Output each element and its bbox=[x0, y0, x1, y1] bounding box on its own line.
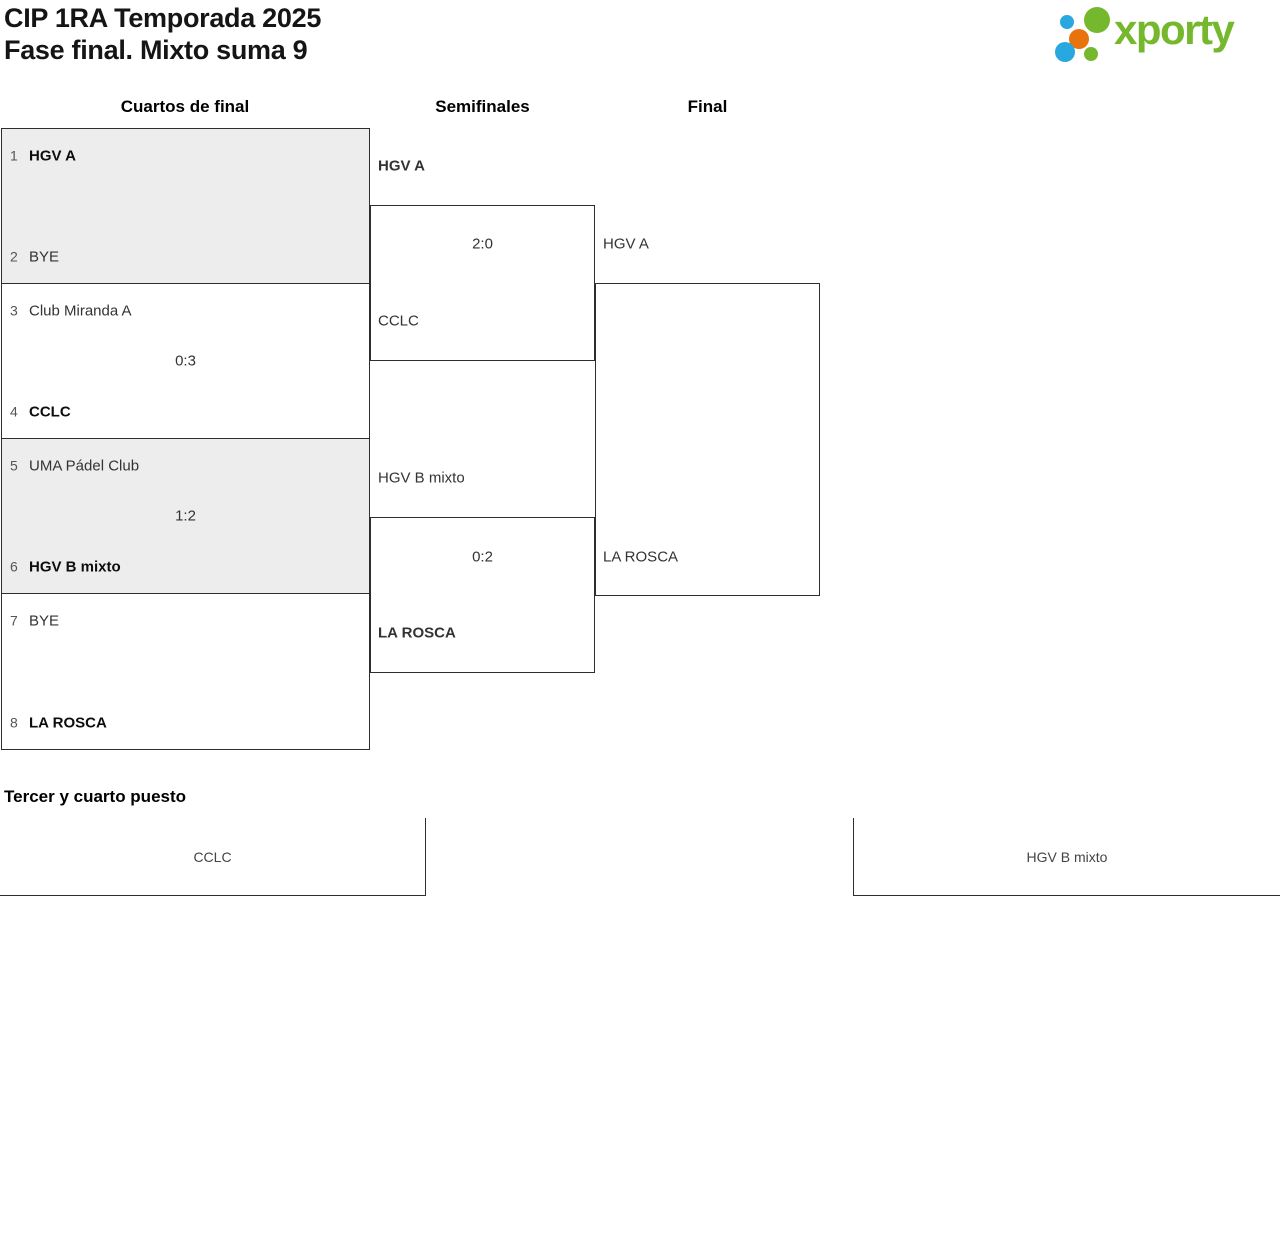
seed-number: 4 bbox=[10, 403, 18, 420]
match-box-final bbox=[595, 283, 820, 596]
third-place-heading: Tercer y cuarto puesto bbox=[4, 787, 187, 806]
column-header-quarterfinals: Cuartos de final bbox=[120, 97, 250, 116]
sf1-team2-label: CCLC bbox=[378, 312, 419, 330]
match-box-qf-4: 7 BYE 8 LA ROSCA bbox=[1, 593, 370, 750]
logo-wordmark: xporty bbox=[1114, 6, 1235, 53]
logo-dot-blue-medium bbox=[1055, 42, 1075, 62]
team-slot: 2 BYE bbox=[2, 249, 369, 266]
seed-number: 6 bbox=[10, 558, 18, 575]
third-place-left-box: CCLC bbox=[0, 818, 426, 896]
seed-number: 8 bbox=[10, 714, 18, 731]
final-team1-label: HGV A bbox=[603, 235, 649, 253]
team-name: HGV A bbox=[29, 147, 76, 165]
team-name: LA ROSCA bbox=[29, 714, 107, 732]
sf1-score: 2:0 bbox=[472, 235, 493, 253]
sf2-score: 0:2 bbox=[472, 548, 493, 566]
logo-dot-blue-small bbox=[1060, 15, 1074, 29]
sf2-team1-label: HGV B mixto bbox=[378, 469, 465, 487]
third-place-left-team: CCLC bbox=[193, 848, 232, 865]
team-name: CCLC bbox=[29, 403, 71, 421]
logo-dot-green-small bbox=[1084, 47, 1098, 61]
team-slot: 5 UMA Pádel Club bbox=[2, 458, 369, 475]
page-subtitle: Fase final. Mixto suma 9 bbox=[4, 35, 308, 65]
sf1-team1-label: HGV A bbox=[378, 157, 425, 175]
match-box-qf-1: 1 HGV A 2 BYE bbox=[1, 128, 370, 284]
seed-number: 1 bbox=[10, 147, 18, 164]
logo-dot-orange bbox=[1069, 29, 1089, 49]
sf2-team2-label: LA ROSCA bbox=[378, 624, 456, 642]
seed-number: 7 bbox=[10, 612, 18, 629]
match-box-qf-2: 3 Club Miranda A 0:3 4 CCLC bbox=[1, 283, 370, 439]
team-name: BYE bbox=[29, 248, 60, 266]
third-place-right-box: HGV B mixto bbox=[853, 818, 1280, 896]
team-name: HGV B mixto bbox=[29, 558, 121, 576]
team-slot: 7 BYE bbox=[2, 613, 369, 630]
xporty-logo[interactable]: xporty bbox=[1048, 0, 1280, 68]
final-team2-label: LA ROSCA bbox=[603, 548, 679, 566]
team-name: BYE bbox=[29, 612, 60, 630]
match-box-qf-3: 5 UMA Pádel Club 1:2 6 HGV B mixto bbox=[1, 438, 370, 594]
seed-number: 2 bbox=[10, 248, 18, 265]
logo-dot-green-large bbox=[1084, 7, 1110, 33]
match-score: 1:2 bbox=[175, 507, 196, 525]
match-box-sf-1 bbox=[370, 205, 595, 361]
team-slot: 4 CCLC bbox=[2, 404, 369, 421]
seed-number: 3 bbox=[10, 302, 18, 319]
team-slot: 8 LA ROSCA bbox=[2, 715, 369, 732]
team-name: Club Miranda A bbox=[29, 302, 132, 320]
column-header-final: Final bbox=[687, 97, 728, 116]
match-box-sf-2 bbox=[370, 517, 595, 673]
third-place-right-team: HGV B mixto bbox=[1026, 848, 1108, 865]
column-header-semifinals: Semifinales bbox=[435, 97, 530, 116]
match-score: 0:3 bbox=[175, 352, 196, 370]
team-slot: 6 HGV B mixto bbox=[2, 559, 369, 576]
team-slot: 3 Club Miranda A bbox=[2, 303, 369, 320]
team-slot: 1 HGV A bbox=[2, 148, 369, 165]
team-name: UMA Pádel Club bbox=[29, 457, 140, 475]
seed-number: 5 bbox=[10, 457, 18, 474]
page-title: CIP 1RA Temporada 2025 bbox=[4, 3, 322, 33]
